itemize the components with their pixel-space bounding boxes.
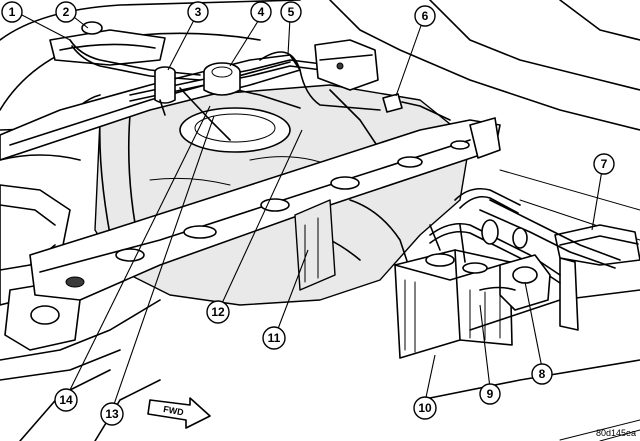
leader-lines (19, 13, 603, 411)
callout-4: 4 (250, 1, 272, 23)
vent-connector (382, 93, 451, 121)
callout-12: 12 (206, 300, 230, 324)
callout-5-number: 5 (288, 5, 295, 19)
callout-13-number: 13 (105, 407, 119, 421)
left-frame-rail (0, 184, 161, 441)
mounting-bracket (314, 39, 379, 91)
callout-9-number: 9 (487, 387, 494, 401)
callout-6-number: 6 (422, 9, 429, 23)
callout-3: 3 (187, 1, 209, 23)
callout-13: 13 (100, 402, 124, 426)
fuel-pump-module (203, 62, 241, 96)
fwd-label: FWD (162, 404, 184, 417)
callout-3-number: 3 (195, 5, 202, 19)
callout-7: 7 (593, 153, 615, 175)
canister-hoses (429, 187, 561, 284)
callout-11-number: 11 (268, 331, 281, 345)
callout-8-number: 8 (539, 367, 546, 381)
figure-id: 80d145ea (596, 428, 636, 438)
leak-detection-pump (479, 254, 551, 311)
heat-shield (294, 199, 336, 291)
callout-2: 2 (55, 1, 77, 23)
callout-14-number: 14 (59, 393, 73, 407)
callout-12-number: 12 (211, 305, 225, 319)
callout-8: 8 (531, 363, 553, 385)
callout-6: 6 (414, 5, 436, 27)
callout-5: 5 (280, 1, 302, 23)
callout-10: 10 (413, 396, 437, 420)
callout-14: 14 (54, 388, 78, 412)
callout-10-number: 10 (418, 401, 432, 415)
callout-11: 11 (262, 326, 286, 350)
right-frame-rail (479, 199, 640, 331)
rollover-valve (154, 66, 176, 116)
forward-direction-arrow: FWD (147, 397, 211, 429)
callout-4-number: 4 (258, 5, 265, 19)
evap-canister (394, 224, 513, 359)
callout-1-number: 1 (9, 5, 16, 19)
callout-7-number: 7 (601, 157, 608, 171)
callout-9: 9 (479, 383, 501, 405)
callout-2-number: 2 (63, 5, 70, 19)
callout-1: 1 (1, 1, 23, 23)
